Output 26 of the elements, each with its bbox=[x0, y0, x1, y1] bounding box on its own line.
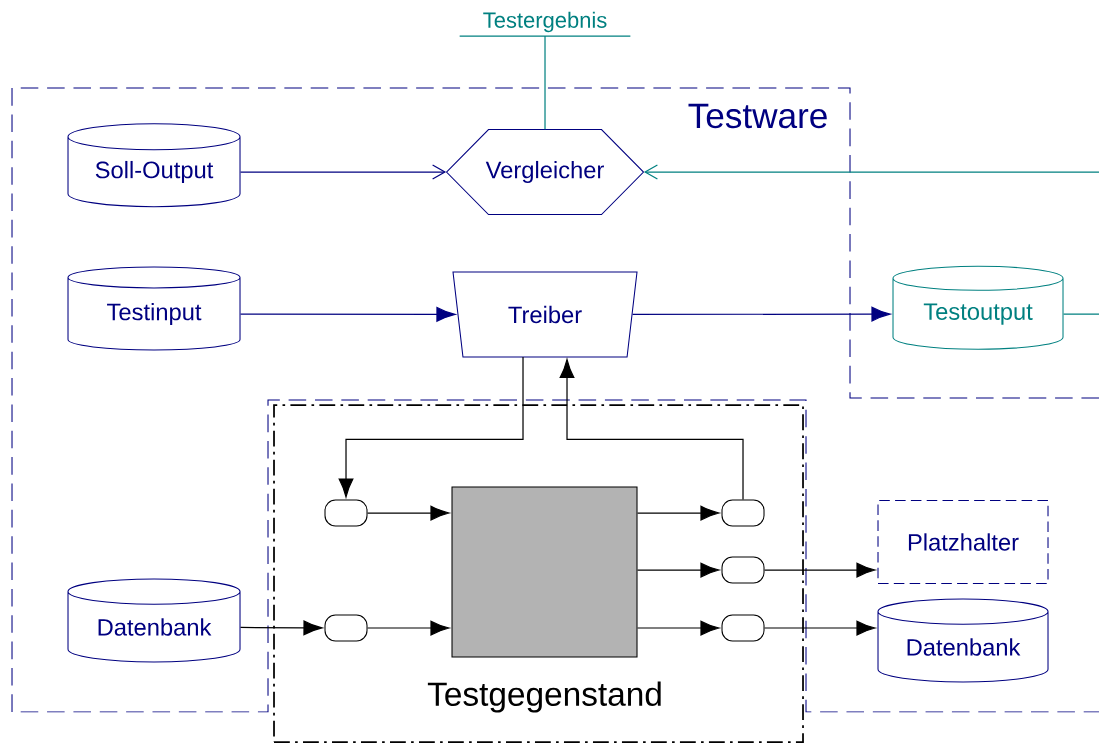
arrow bbox=[763, 562, 876, 578]
arrow bbox=[636, 620, 720, 636]
arrow bbox=[636, 562, 720, 578]
port-box bbox=[721, 556, 765, 584]
database-cylinder: Testinput bbox=[67, 266, 241, 351]
port-box bbox=[721, 614, 765, 642]
arrow bbox=[643, 164, 1099, 315]
port-box bbox=[324, 499, 368, 527]
test-object-frame: Testgegenstand bbox=[273, 404, 804, 743]
arrow bbox=[763, 620, 876, 636]
arrow bbox=[366, 505, 450, 521]
database-cylinder: Datenbank bbox=[67, 578, 241, 663]
arrow bbox=[366, 620, 450, 636]
arrow bbox=[239, 164, 447, 180]
port-box bbox=[324, 614, 368, 642]
arrow bbox=[239, 306, 456, 322]
arrow bbox=[239, 620, 323, 636]
arrow bbox=[338, 356, 524, 498]
component-block bbox=[451, 486, 638, 658]
port-box bbox=[721, 499, 765, 527]
database-cylinder: Soll-Output bbox=[67, 123, 241, 208]
arrow bbox=[631, 306, 891, 322]
result-label: Testergebnis bbox=[459, 11, 631, 37]
arrow bbox=[636, 505, 720, 521]
driver-trapezoid: Treiber bbox=[452, 271, 638, 358]
arrow bbox=[559, 358, 744, 501]
